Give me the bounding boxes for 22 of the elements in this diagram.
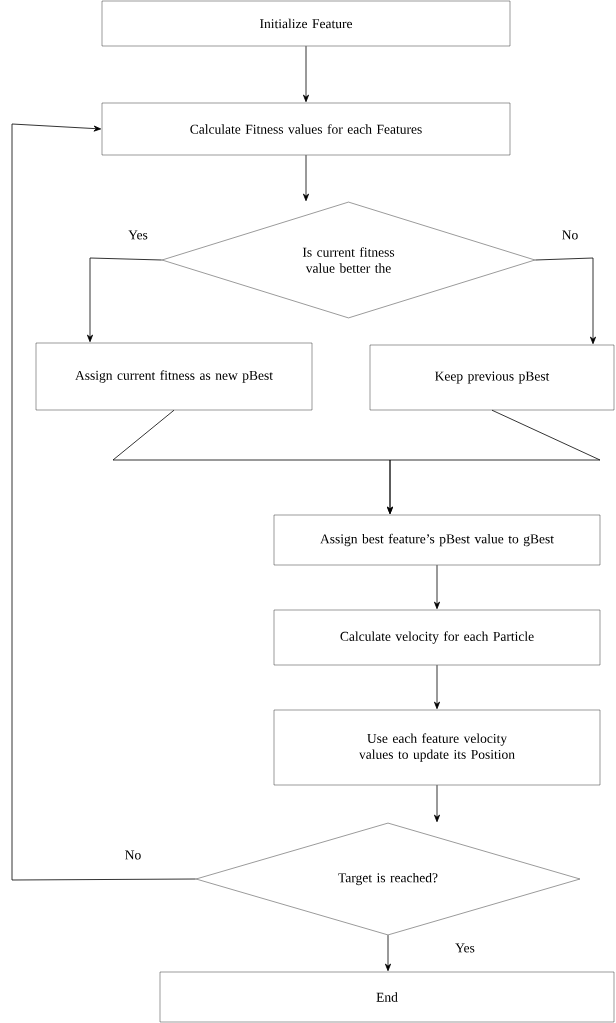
process-box: Initialize Feature bbox=[101, 0, 511, 47]
arrow bbox=[387, 409, 601, 515]
arrow bbox=[87, 257, 163, 343]
process-box: Calculate Fitness values for each Features bbox=[101, 102, 511, 156]
edge-label: Yes bbox=[127, 229, 149, 241]
edge-label: No bbox=[123, 849, 143, 861]
process-box: Use each feature velocity values to update its Position bbox=[273, 709, 601, 786]
arrow bbox=[11, 123, 197, 881]
arrow bbox=[434, 784, 440, 823]
edge-label: Yes bbox=[454, 942, 476, 954]
arrow bbox=[385, 934, 391, 972]
process-box: Calculate velocity for each Particle bbox=[273, 609, 601, 666]
arrow bbox=[303, 154, 309, 202]
arrow bbox=[434, 564, 440, 610]
arrow bbox=[434, 664, 440, 710]
edge-label: No bbox=[560, 229, 580, 241]
arrow bbox=[303, 45, 309, 103]
arrow bbox=[534, 257, 596, 345]
process-box: Assign current fitness as new pBest bbox=[35, 342, 313, 411]
process-box: Assign best feature’s pBest value to gBest bbox=[273, 514, 601, 566]
process-box: Keep previous pBest bbox=[369, 344, 615, 411]
process-box: End bbox=[159, 971, 615, 1023]
